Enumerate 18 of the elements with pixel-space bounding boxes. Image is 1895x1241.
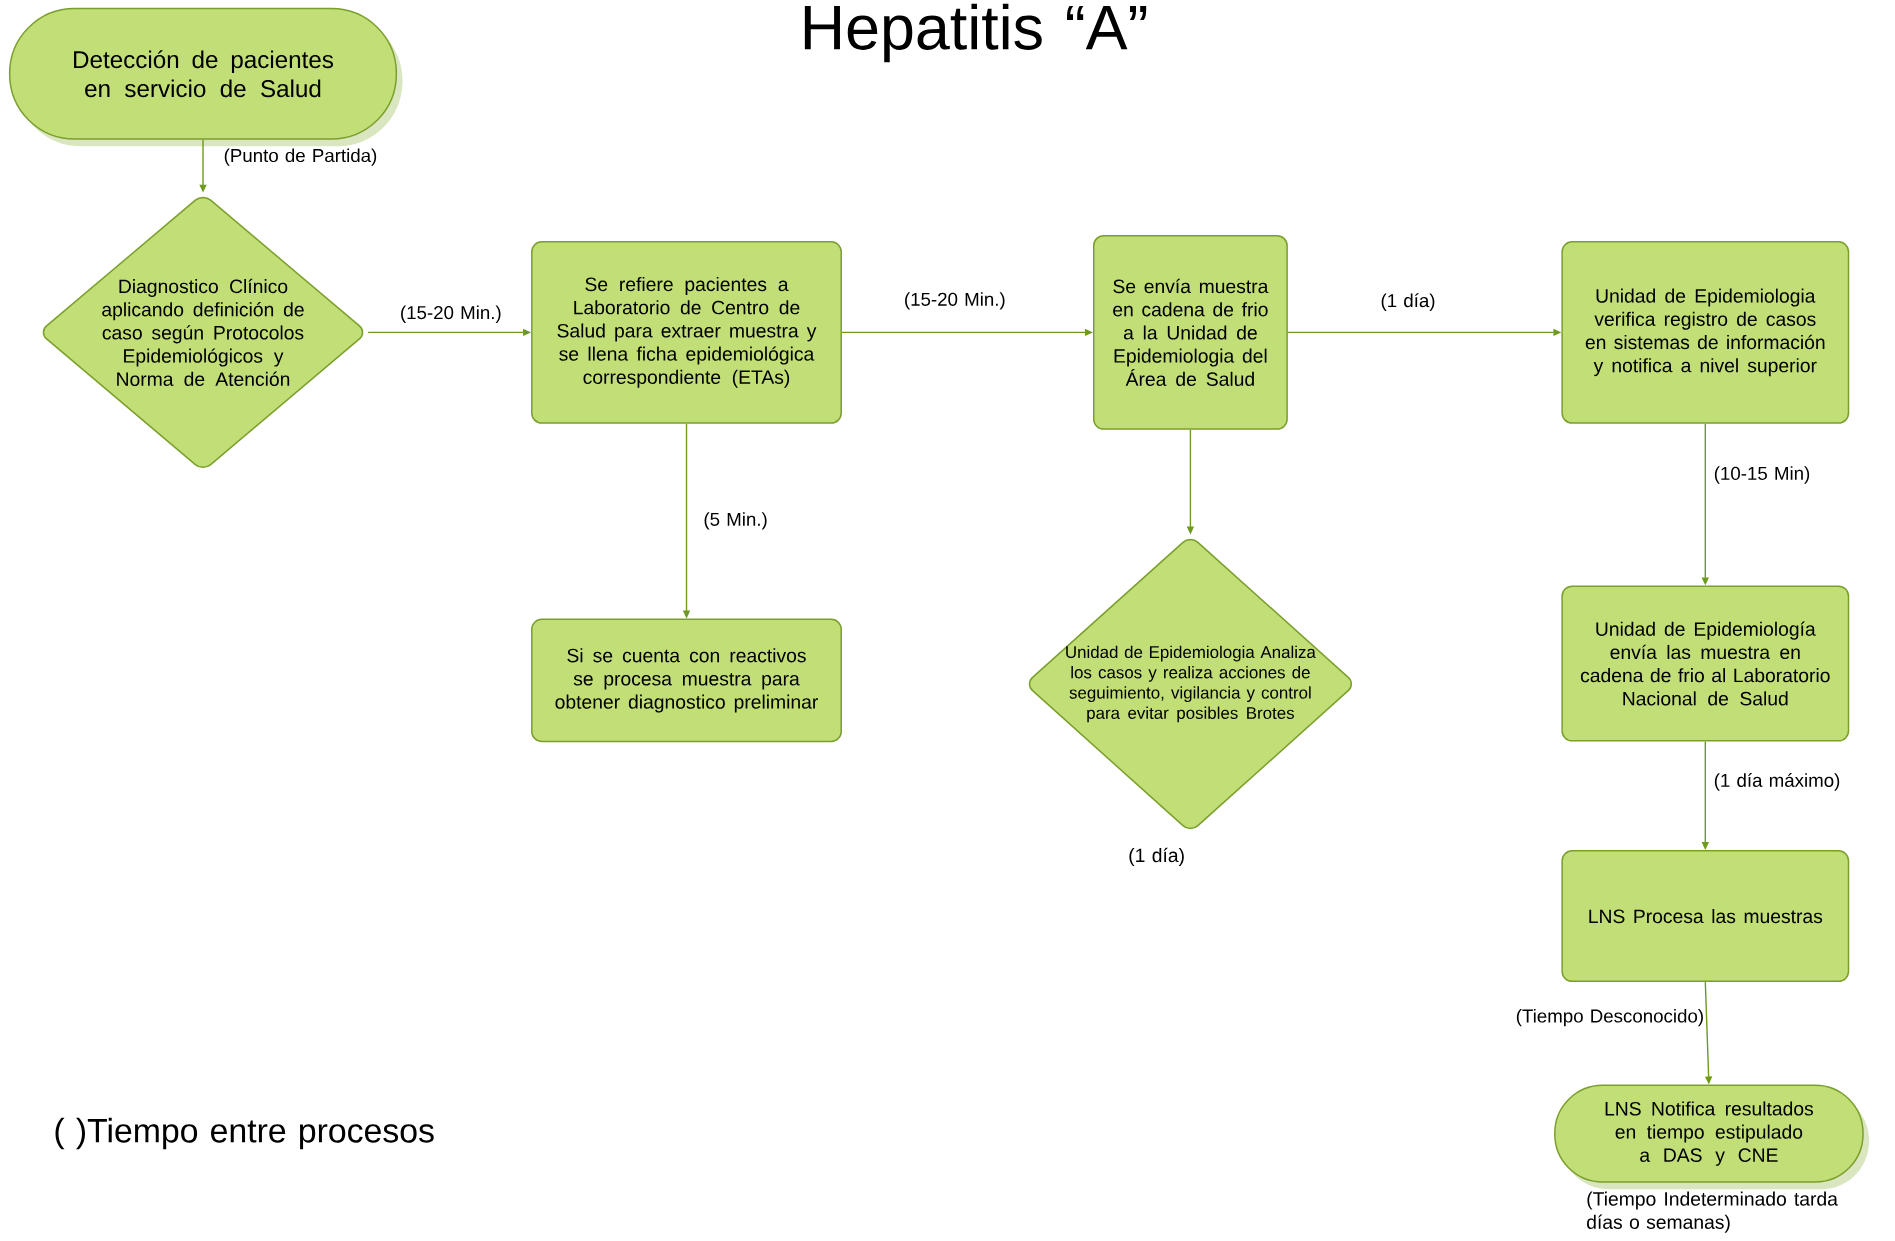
- edge-label: (15-20 Min.): [902, 291, 1007, 311]
- process-box: Se envía muestra en cadena de frio a la Unidad de Epidemiologia del Área de Salud: [1092, 234, 1288, 430]
- title: Hepatitis “A”: [804, 3, 1147, 63]
- process-box: Unidad de Epidemiologia verifica registro de casos en sistemas de información y notifica a nivel superior: [1561, 241, 1850, 424]
- time-note: (Tiempo Indeterminado tarda días o semanas): [1587, 1191, 1838, 1233]
- edge-label: (Punto de Partida): [222, 147, 379, 167]
- process-box: Se refiere pacientes a Laboratorio de Centro de Salud para extraer muestra y se llena ficha epidemiológica correspondiente (ETAs): [531, 241, 842, 424]
- edge-label: (Tiempo Desconocido): [1514, 1007, 1706, 1028]
- edge-label: (10-15 Min): [1712, 465, 1812, 485]
- edge-label: (5 Min.): [702, 511, 769, 531]
- edge-label: (15-20 Min.): [398, 304, 503, 324]
- process-box: Unidad de Epidemiología envía las muestra en cadena de frio al Laboratorio Nacional de Salud: [1561, 585, 1850, 742]
- edge-label: (1 día máximo): [1712, 772, 1842, 792]
- process-box: Si se cuenta con reactivos se procesa muestra para obtener diagnostico preliminar: [531, 618, 842, 743]
- edge-label: (1 día): [1379, 292, 1437, 312]
- time-note: (1 día): [1129, 847, 1184, 866]
- process-box: LNS Procesa las muestras: [1561, 850, 1850, 983]
- legend-note: ( )Tiempo entre procesos: [55, 1117, 434, 1150]
